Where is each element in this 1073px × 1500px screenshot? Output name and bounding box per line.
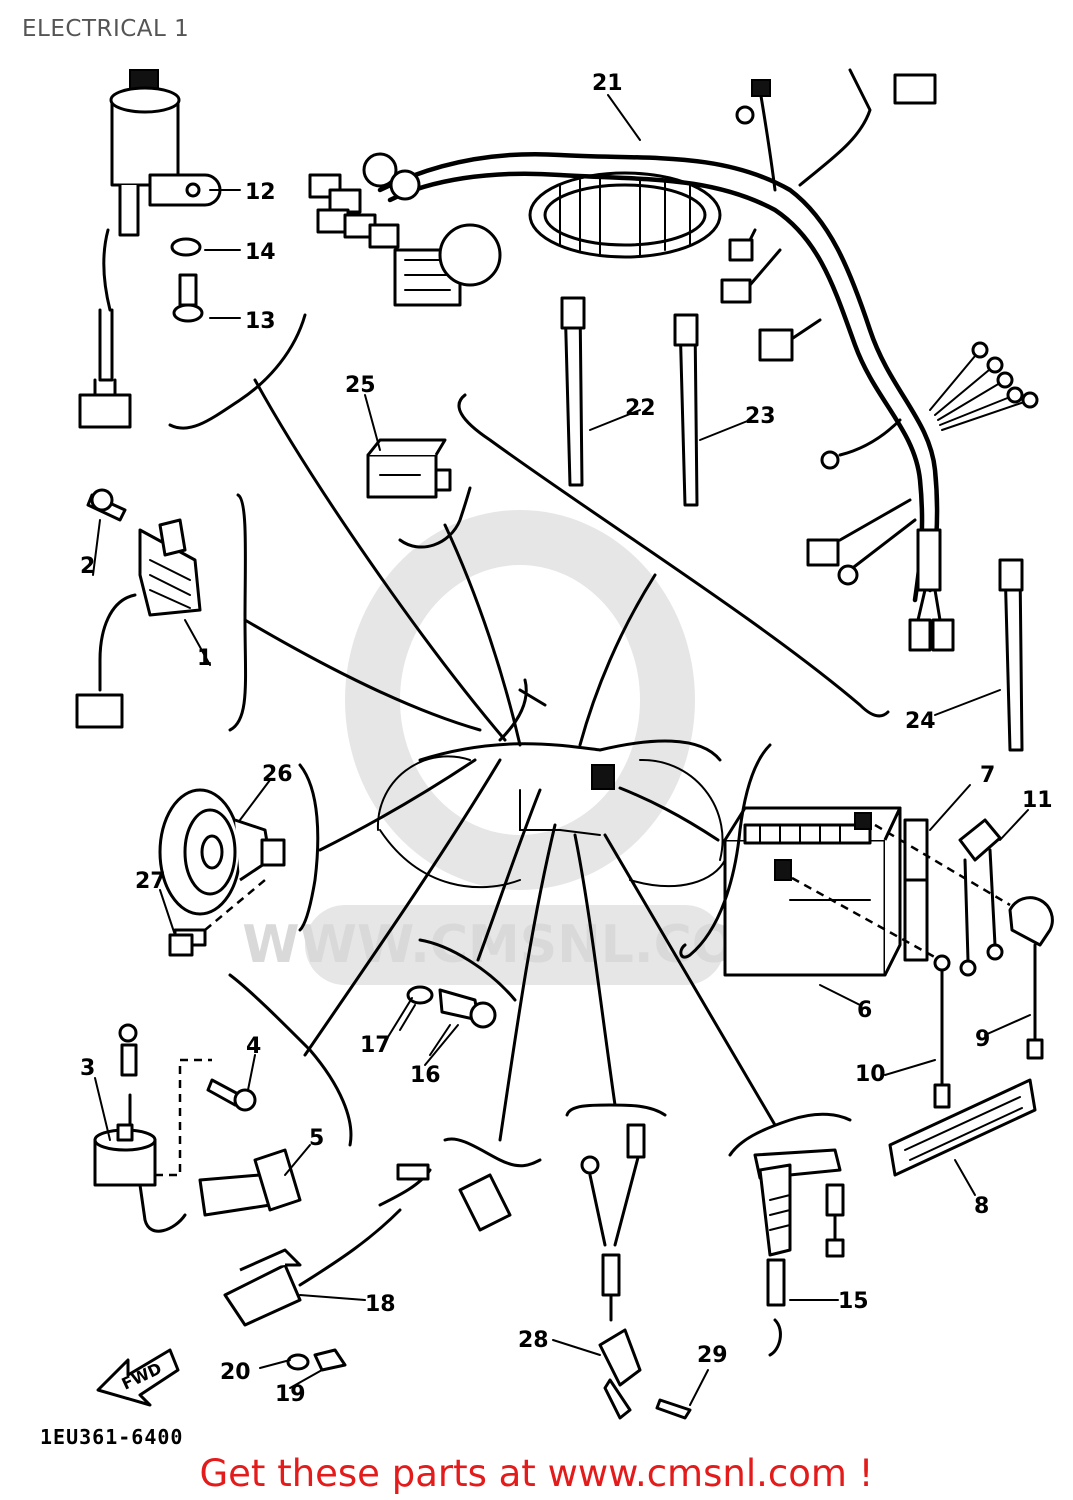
callout-22: 22 (625, 396, 656, 421)
callout-17: 17 (360, 1033, 391, 1058)
watermark-text: WWW.CMSNL.COM (242, 915, 787, 975)
callout-numbers: 1 2 3 4 5 6 7 8 9 10 11 12 13 14 15 16 1… (80, 71, 1053, 1407)
callout-2: 2 (80, 554, 95, 579)
callout-1: 1 (197, 646, 212, 671)
spark-plug-cap (753, 1148, 845, 1357)
ignition-switch (78, 69, 241, 429)
neutral-switch (399, 985, 497, 1056)
callout-24: 24 (905, 709, 936, 734)
fwd-arrow: FWD (96, 1348, 180, 1407)
callout-10: 10 (855, 1062, 886, 1087)
regulator (75, 488, 202, 729)
relay (366, 438, 452, 499)
callout-16: 16 (410, 1063, 441, 1088)
callout-3: 3 (80, 1056, 95, 1081)
callout-26: 26 (262, 762, 293, 787)
callout-28: 28 (518, 1328, 549, 1353)
battery (723, 806, 1054, 1109)
cdi-unit (223, 1163, 512, 1372)
callout-19: 19 (275, 1382, 306, 1407)
page-title: ELECTRICAL 1 (22, 16, 190, 42)
wire-harness (308, 68, 1039, 652)
callout-12: 12 (245, 180, 276, 205)
callout-7: 7 (980, 763, 995, 788)
callout-15: 15 (838, 1289, 869, 1314)
callout-14: 14 (245, 240, 276, 265)
drawing-code: 1EU361-6400 (40, 1425, 184, 1449)
leader-lines (243, 378, 777, 1142)
callout-29: 29 (697, 1343, 728, 1368)
callout-8: 8 (974, 1194, 989, 1219)
callout-25: 25 (345, 373, 376, 398)
callout-4: 4 (246, 1034, 261, 1059)
callout-21: 21 (592, 71, 623, 96)
callout-11: 11 (1022, 788, 1053, 813)
callout-9: 9 (975, 1027, 990, 1052)
callout-5: 5 (309, 1126, 324, 1151)
battery-band (888, 1078, 1037, 1177)
parts-link-banner[interactable]: Get these parts at www.cmsnl.com ! (199, 1452, 874, 1495)
ground-lead (580, 1123, 692, 1420)
callout-leaders (92, 94, 1031, 1406)
callout-6: 6 (857, 998, 872, 1023)
ignition-coil (93, 1023, 302, 1233)
callout-13: 13 (245, 309, 276, 334)
callout-18: 18 (365, 1292, 396, 1317)
callout-20: 20 (220, 1360, 251, 1385)
callout-23: 23 (745, 404, 776, 429)
horn (158, 788, 286, 957)
watermark: WWW.CMSNL.COM (242, 510, 788, 985)
callout-27: 27 (135, 869, 166, 894)
cable-ties (560, 296, 1024, 752)
